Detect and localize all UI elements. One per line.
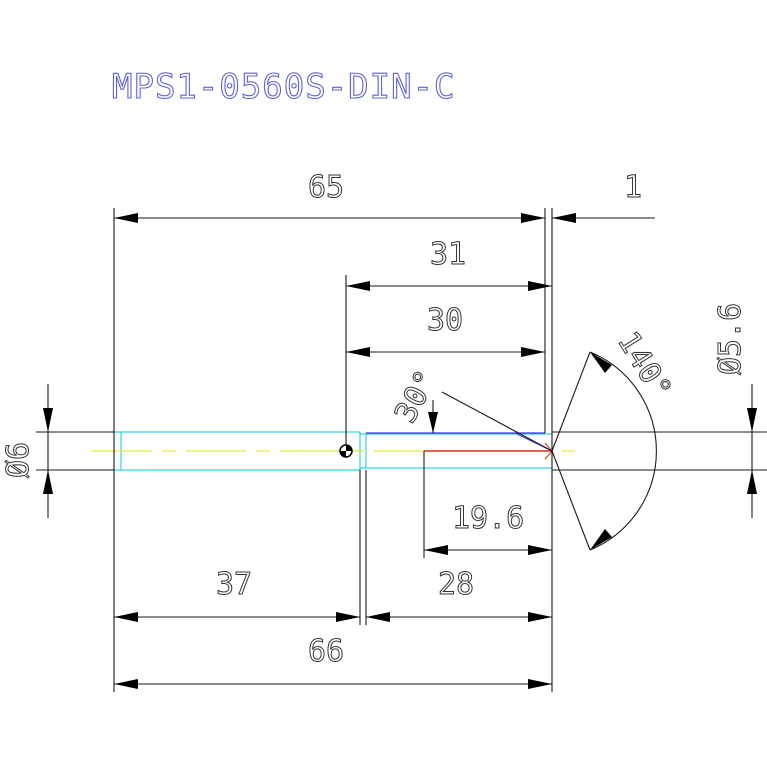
center-point-fill-a [346,445,352,451]
part-number-title: MPS1-0560S-DIN-C [112,67,456,107]
dim-text-point-angle: 140° [610,326,678,406]
dim-text-shank-diameter: Ø6 [1,442,36,478]
dim-text-37: 37 [216,567,252,602]
dim-text-19-6: 19.6 [452,501,524,536]
tip-mark-upper [544,442,553,452]
center-point-fill-b [340,451,346,457]
dim-arc-140 [589,351,657,551]
dim-text-28: 28 [438,567,474,602]
dim-text-30: 30 [427,303,463,338]
extension-lines [36,208,767,692]
dimension-lines [47,217,753,685]
dim-text-1: 1 [624,170,642,205]
dim-text-31: 31 [430,237,466,272]
arrowheads [43,213,757,689]
dim-text-tip-diameter: Ø5.6 [713,303,748,375]
dim-text-65: 65 [308,170,344,205]
dim-text-66: 66 [308,634,344,669]
tip-mark-lower [544,450,553,460]
tool-body [92,431,575,471]
